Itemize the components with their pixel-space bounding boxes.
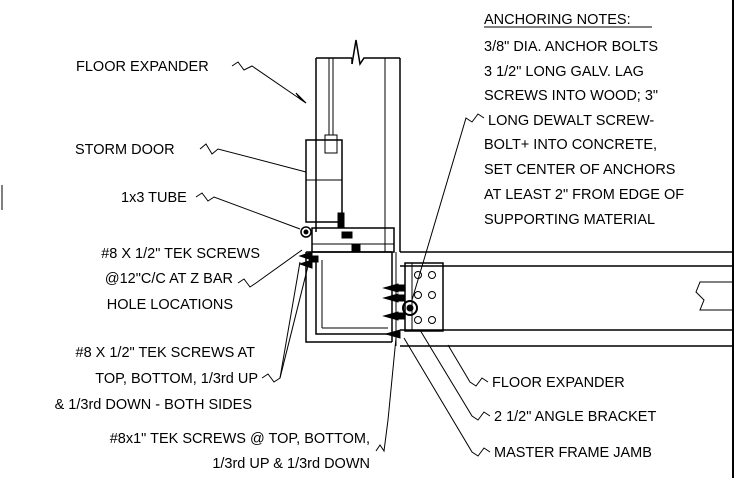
label-tek-sides-line-1: #8 X 1/2" TEK SCREWS AT	[76, 345, 256, 361]
master-frame-jamb-section	[305, 251, 397, 346]
floor-section	[400, 251, 733, 347]
anchoring-notes-line-3: SCREWS INTO WOOD; 3"	[484, 88, 658, 104]
label-floor-expander-top: FLOOR EXPANDER	[76, 59, 209, 75]
label-tek-sides-line-2: TOP, BOTTOM, 1/3rd UP	[95, 371, 258, 387]
label-tek-zbar-line-1: #8 X 1/2" TEK SCREWS	[101, 246, 260, 262]
label-floor-expander-right: FLOOR EXPANDER	[492, 375, 625, 391]
anchoring-notes-line-8: SUPPORTING MATERIAL	[484, 212, 655, 228]
label-tek-zbar-line-3: HOLE LOCATIONS	[107, 297, 233, 313]
storm-door	[305, 58, 345, 228]
label-tek-1in-line-2: 1/3rd UP & 1/3rd DOWN	[212, 456, 370, 472]
anchoring-notes-line-7: AT LEAST 2" FROM EDGE OF	[484, 187, 684, 203]
anchoring-notes-line-6: SET CENTER OF ANCHORS	[484, 162, 675, 178]
anchoring-notes-line-2: 3 1/2" LONG GALV. LAG	[484, 64, 644, 80]
wall-section	[315, 39, 401, 252]
label-tek-sides: #8 X 1/2" TEK SCREWS AT TOP, BOTTOM, 1/3…	[55, 345, 258, 413]
label-tek-zbar: #8 X 1/2" TEK SCREWS @12"C/C AT Z BAR HO…	[101, 246, 260, 313]
anchoring-notes-line-4: LONG DEWALT SCREW-	[488, 113, 654, 129]
anchoring-notes-line-5: BOLT+ INTO CONCRETE,	[484, 137, 657, 153]
tek-screws	[298, 251, 405, 339]
tube-and-clip	[300, 226, 395, 253]
label-master-frame-jamb: MASTER FRAME JAMB	[494, 445, 652, 461]
label-tek-1in-line-1: #8x1" TEK SCREWS @ TOP, BOTTOM,	[110, 431, 370, 447]
label-tek-1in: #8x1" TEK SCREWS @ TOP, BOTTOM, 1/3rd UP…	[110, 431, 370, 472]
angle-bracket	[402, 262, 444, 332]
label-tek-zbar-line-2: @12"C/C AT Z BAR	[105, 271, 233, 287]
label-1x3-tube: 1x3 TUBE	[121, 190, 187, 206]
leader-lines	[195, 61, 491, 457]
anchoring-notes: ANCHORING NOTES: 3/8" DIA. ANCHOR BOLTS …	[484, 12, 684, 228]
label-angle-bracket: 2 1/2" ANGLE BRACKET	[494, 409, 656, 425]
anchoring-notes-heading: ANCHORING NOTES:	[484, 12, 631, 28]
label-storm-door: STORM DOOR	[75, 142, 175, 158]
label-tek-sides-line-3: & 1/3rd DOWN - BOTH SIDES	[55, 397, 252, 413]
anchoring-notes-line-1: 3/8" DIA. ANCHOR BOLTS	[484, 39, 658, 55]
